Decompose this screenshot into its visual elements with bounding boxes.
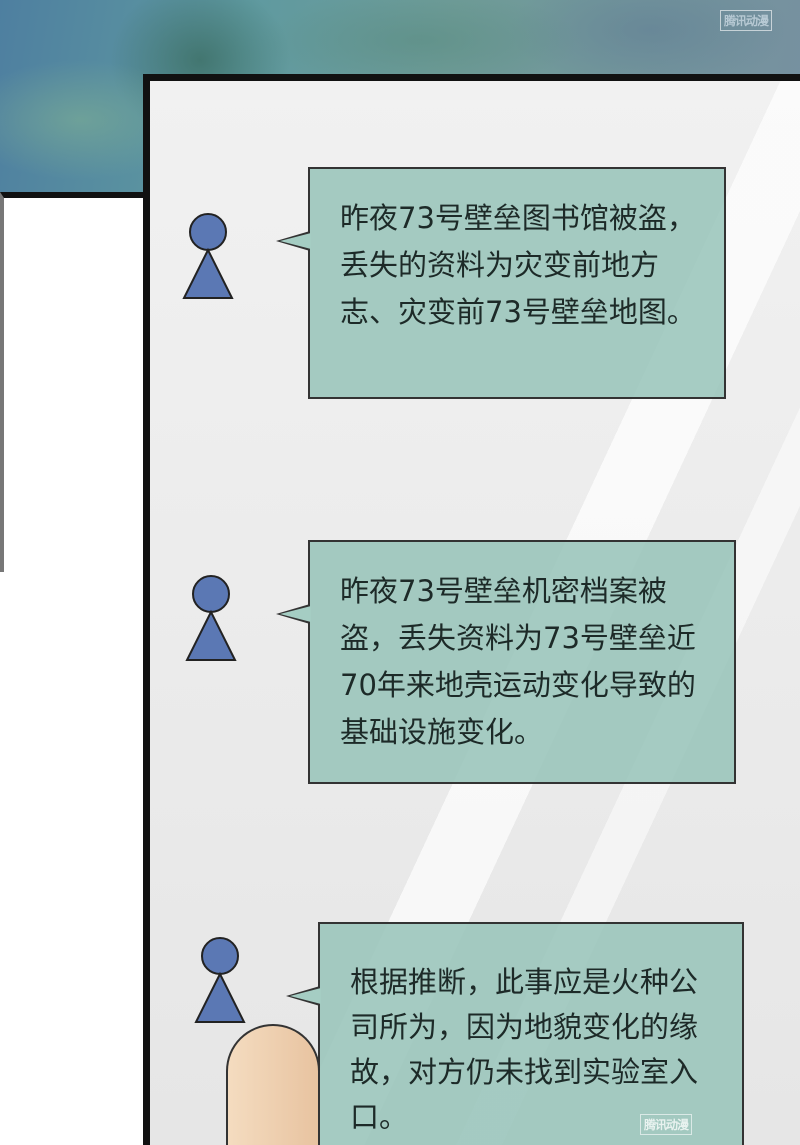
watermark-logo: 腾讯动漫	[720, 10, 773, 31]
user-avatar-icon	[194, 937, 246, 1023]
user-avatar-icon	[182, 213, 234, 299]
user-avatar-icon	[185, 575, 237, 661]
message-text: 昨夜73号壁垒图书馆被盗，丢失的资料为灾变前地方志、灾变前73号壁垒地图。	[340, 201, 696, 329]
finger-illustration	[226, 1024, 320, 1145]
message-bubble: 昨夜73号壁垒机密档案被盗，丢失资料为73号壁垒近70年来地壳运动变化导致的基础…	[276, 540, 736, 784]
watermark-logo: 腾讯动漫	[640, 1114, 693, 1135]
left-blank-panel	[0, 192, 143, 572]
message-text: 昨夜73号壁垒机密档案被盗，丢失资料为73号壁垒近70年来地壳运动变化导致的基础…	[340, 574, 696, 749]
message-bubble: 昨夜73号壁垒图书馆被盗，丢失的资料为灾变前地方志、灾变前73号壁垒地图。	[276, 167, 726, 399]
message-text: 根据推断，此事应是火种公司所为，因为地貌变化的缘故，对方仍未找到实验室入口。	[350, 965, 699, 1134]
message-bubble: 根据推断，此事应是火种公司所为，因为地貌变化的缘故，对方仍未找到实验室入口。	[286, 922, 744, 1145]
